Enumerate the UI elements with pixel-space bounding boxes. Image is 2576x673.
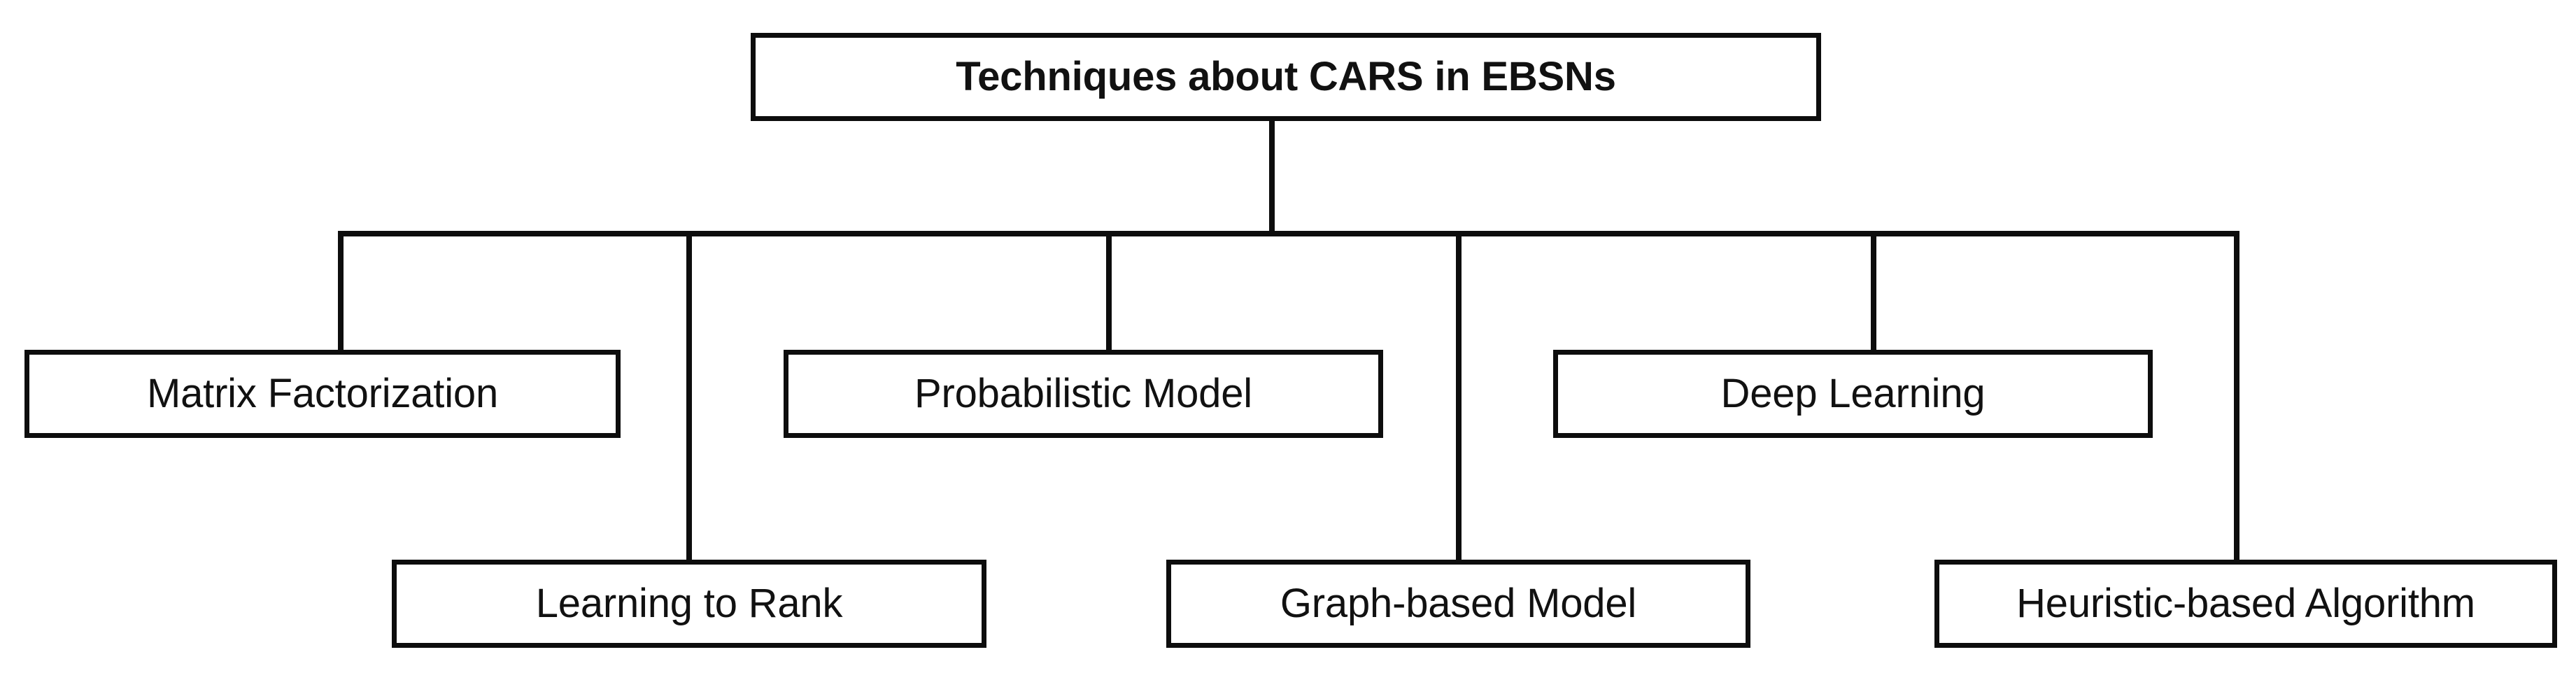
node-deep-learning-label: Deep Learning	[1720, 370, 1986, 416]
node-learning-to-rank[interactable]: Learning to Rank	[392, 560, 986, 648]
node-learning-to-rank-label: Learning to Rank	[535, 580, 843, 626]
node-probabilistic-model[interactable]: Probabilistic Model	[784, 350, 1383, 438]
connector-drop-heuristic-based-algorithm	[2234, 231, 2239, 561]
node-matrix-factorization-label: Matrix Factorization	[146, 370, 499, 416]
node-graph-based-model-label: Graph-based Model	[1280, 580, 1637, 626]
node-graph-based-model[interactable]: Graph-based Model	[1166, 560, 1750, 648]
connector-root-stem	[1269, 121, 1275, 236]
connector-drop-probabilistic-model	[1106, 231, 1112, 351]
node-heuristic-based-algorithm-label: Heuristic-based Algorithm	[2016, 580, 2475, 626]
node-root-label: Techniques about CARS in EBSNs	[956, 53, 1616, 99]
node-root[interactable]: Techniques about CARS in EBSNs	[751, 33, 1821, 121]
connector-drop-matrix-factorization	[338, 231, 344, 351]
connector-horizontal-bus	[338, 231, 2239, 236]
node-probabilistic-model-label: Probabilistic Model	[914, 370, 1252, 416]
connector-drop-learning-to-rank	[686, 231, 692, 561]
connector-drop-graph-based-model	[1456, 231, 1462, 561]
node-heuristic-based-algorithm[interactable]: Heuristic-based Algorithm	[1934, 560, 2557, 648]
node-deep-learning[interactable]: Deep Learning	[1553, 350, 2153, 438]
connector-drop-deep-learning	[1871, 231, 1876, 351]
node-matrix-factorization[interactable]: Matrix Factorization	[24, 350, 621, 438]
